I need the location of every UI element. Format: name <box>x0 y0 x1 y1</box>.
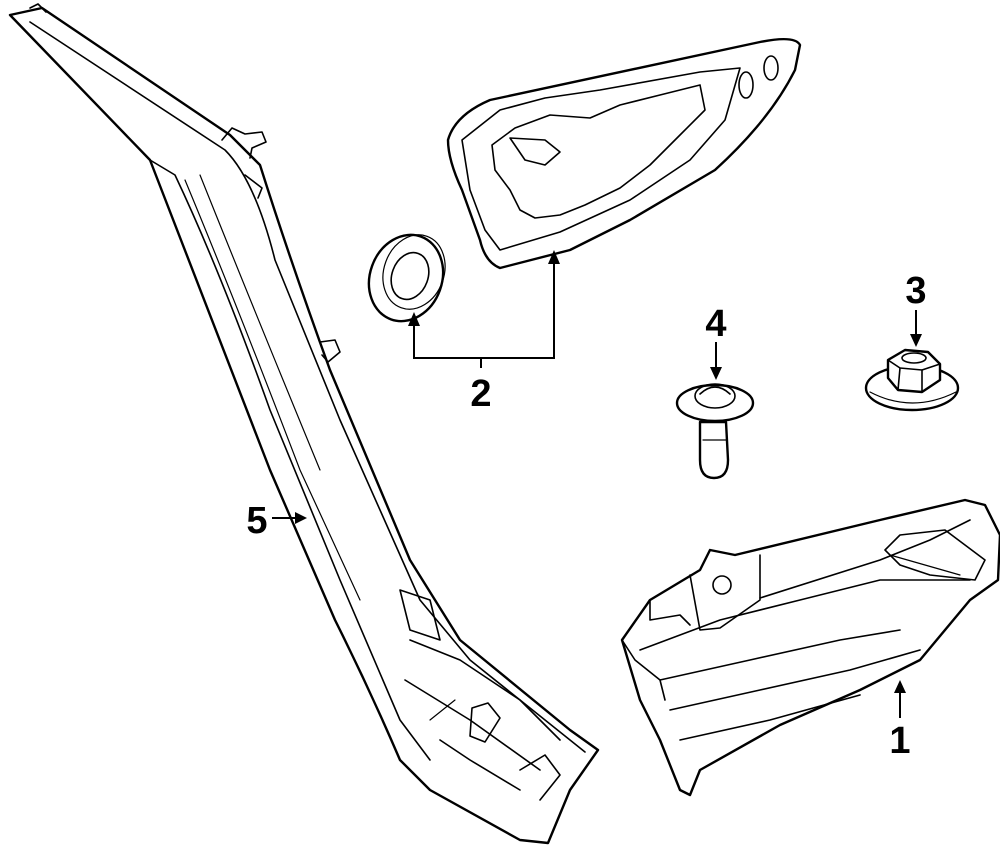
callout-1-leader <box>894 680 906 718</box>
callout-label-3: 3 <box>905 270 926 312</box>
callout-label-2: 2 <box>470 373 491 415</box>
trim-panel-part <box>446 37 802 270</box>
callout-label-5: 5 <box>246 500 267 542</box>
callout-label-4: 4 <box>705 303 726 345</box>
grommet-part <box>367 233 446 323</box>
push-clip-part <box>675 383 755 480</box>
callout-2-leader <box>408 250 560 368</box>
flange-nut-part <box>864 348 960 412</box>
callout-3-leader <box>910 310 922 347</box>
callout-5-leader <box>272 512 307 524</box>
callout-4-leader <box>710 342 722 380</box>
pillar-trim-part <box>8 3 600 845</box>
callout-label-1: 1 <box>889 720 910 762</box>
bracket-housing-part <box>620 498 1000 797</box>
